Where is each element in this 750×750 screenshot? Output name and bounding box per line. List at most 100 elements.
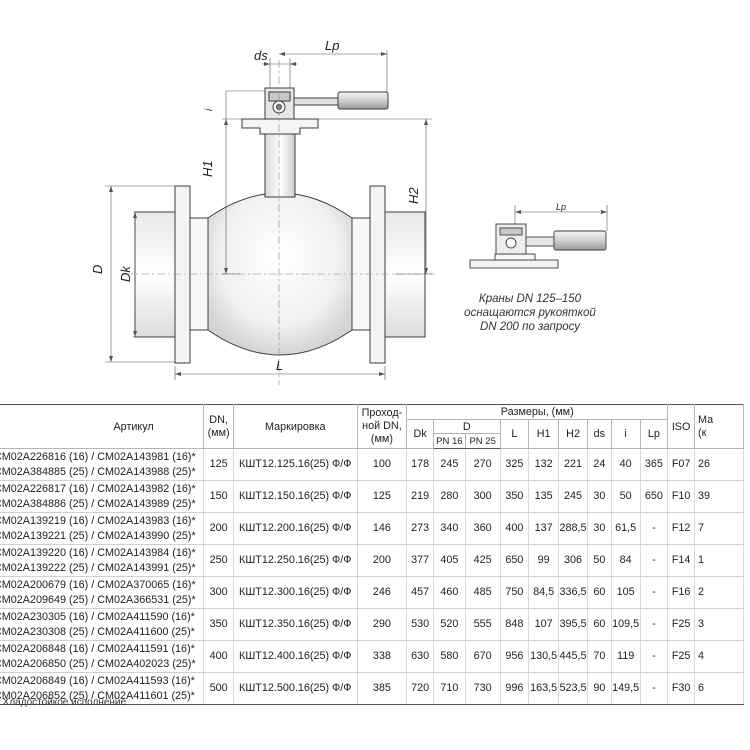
header-i: i — [611, 419, 641, 449]
cell-pn25: 360 — [465, 512, 501, 545]
table-row: CM02A206848 (16) / CM02A411591 (16)* CM02… — [0, 640, 745, 673]
cell-i: 149,5 — [611, 672, 641, 705]
cell-marking: КШТ12.400.16(25) Ф/Ф — [233, 640, 358, 673]
cell-pn16: 245 — [433, 448, 466, 481]
header-l: L — [500, 419, 530, 449]
label-h2: H2 — [406, 187, 421, 204]
cell-passage: 125 — [357, 480, 408, 513]
header-article: Артикул — [0, 404, 205, 449]
header-d: D — [433, 419, 501, 434]
cell-lp: - — [640, 640, 669, 673]
cell-dn: 200 — [203, 512, 234, 545]
cell-pn16: 710 — [433, 672, 466, 705]
header-dn: DN, (мм) — [203, 404, 234, 449]
cell-h2: 395,5 — [558, 608, 589, 641]
cell-dk: 630 — [406, 640, 434, 673]
cell-passage: 246 — [357, 576, 408, 609]
article-code: CM02A206850 (25) / CM02A402023 (25)* — [0, 657, 196, 670]
cell-pn25: 730 — [465, 672, 501, 705]
cell-pn25: 555 — [465, 608, 501, 641]
cell-article: CM02A200679 (16) / CM02A370065 (16)*CM02… — [0, 576, 205, 609]
cell-passage: 200 — [357, 544, 408, 577]
header-dimensions: Размеры, (мм) — [406, 404, 669, 420]
note-line: Краны DN 125–150 — [478, 293, 582, 305]
cell-h2: 288,5 — [558, 512, 589, 545]
cell-pn25: 425 — [465, 544, 501, 577]
cell-mass: 1 — [694, 544, 745, 577]
cell-marking: КШТ12.250.16(25) Ф/Ф — [233, 544, 358, 577]
cell-dk: 273 — [406, 512, 434, 545]
cell-article: CM02A226816 (16) / CM02A143981 (16)*CM02… — [0, 448, 205, 481]
cell-l: 996 — [500, 672, 530, 705]
header-lp: Lp — [640, 419, 669, 449]
stem — [264, 132, 296, 198]
cell-iso: F10 — [667, 480, 695, 513]
cell-pn16: 405 — [433, 544, 466, 577]
cell-pn16: 460 — [433, 576, 466, 609]
cell-ds: 60 — [587, 608, 612, 641]
cell-lp: - — [640, 672, 669, 705]
cell-pn25: 300 — [465, 480, 501, 513]
cell-dn: 350 — [203, 608, 234, 641]
label-d: D — [90, 265, 105, 274]
handle-detail-view — [469, 205, 608, 269]
cell-l: 750 — [500, 576, 530, 609]
cell-i: 40 — [611, 448, 641, 481]
header-mass: Ма (к — [694, 404, 745, 449]
table-row: CM02A226817 (16) / CM02A143982 (16)*CM02… — [0, 480, 745, 513]
header-h1: H1 — [528, 419, 560, 449]
article-code: CM02A139220 (16) / CM02A143984 (16)* — [0, 546, 196, 559]
header-pn25: PN 25 — [465, 433, 501, 449]
cell-h2: 306 — [558, 544, 589, 577]
cell-article: CM02A206848 (16) / CM02A411591 (16)* CM02… — [0, 640, 205, 673]
article-code: CM02A226817 (16) / CM02A143982 (16)* — [0, 482, 196, 495]
cell-iso: F30 — [667, 672, 695, 705]
article-code: CM02A230308 (25) / CM02A411600 (25)* — [0, 625, 195, 638]
handle-note: Краны DN 125–150 оснащаются рукояткой DN… — [455, 292, 605, 334]
cell-i: 61,5 — [611, 512, 641, 545]
cell-pn16: 340 — [433, 512, 466, 545]
article-code: CM02A209649 (25) / CM02A366531 (25)* — [0, 593, 196, 606]
table-row: CM02A206849 (16) / CM02A411593 (16)* CM02… — [0, 672, 745, 705]
cell-l: 400 — [500, 512, 530, 545]
label-lp: Lp — [325, 38, 339, 53]
cell-dn: 125 — [203, 448, 234, 481]
article-code: CM02A206848 (16) / CM02A411591 (16)* — [0, 642, 195, 655]
header-dk: Dk — [406, 419, 434, 449]
cell-mass: 39 — [694, 480, 745, 513]
article-code: CM02A206852 (25) / CM02A411601 (25)* — [0, 689, 195, 702]
cell-l: 350 — [500, 480, 530, 513]
cell-ds: 50 — [587, 544, 612, 577]
note-line: оснащаются рукояткой — [464, 307, 596, 319]
cell-h2: 336,5 — [558, 576, 589, 609]
cell-passage: 385 — [357, 672, 408, 705]
cell-dk: 457 — [406, 576, 434, 609]
cell-h2: 221 — [558, 448, 589, 481]
article-code: CM02A139219 (16) / CM02A143983 (16)* — [0, 514, 196, 527]
handle-grip — [337, 91, 389, 110]
cell-h1: 99 — [528, 544, 560, 577]
cell-l: 325 — [500, 448, 530, 481]
mounting-pad — [241, 118, 319, 135]
cell-h2: 245 — [558, 480, 589, 513]
cell-h1: 135 — [528, 480, 560, 513]
cell-marking: КШТ12.350.16(25) Ф/Ф — [233, 608, 358, 641]
cell-marking: КШТ12.150.16(25) Ф/Ф — [233, 480, 358, 513]
valve-side-view — [134, 87, 426, 364]
table-row: CM02A230305 (16) / CM02A411590 (16)*CM02… — [0, 608, 745, 641]
cell-i: 84 — [611, 544, 641, 577]
handle-arm — [293, 97, 339, 106]
header-iso: ISO — [667, 404, 695, 449]
cell-iso: F14 — [667, 544, 695, 577]
left-flange — [174, 185, 191, 364]
cell-lp: - — [640, 544, 669, 577]
cell-dk: 720 — [406, 672, 434, 705]
cell-article: CM02A206849 (16) / CM02A411593 (16)* CM02… — [0, 672, 205, 705]
cell-mass: 3 — [694, 608, 745, 641]
cell-marking: КШТ12.200.16(25) Ф/Ф — [233, 512, 358, 545]
table-row: CM02A226816 (16) / CM02A143981 (16)*CM02… — [0, 448, 745, 481]
table-body: CM02A226816 (16) / CM02A143981 (16)*CM02… — [0, 448, 745, 705]
article-code: CM02A206849 (16) / CM02A411593 (16)* — [0, 674, 195, 687]
cell-i: 109,5 — [611, 608, 641, 641]
cell-ds: 24 — [587, 448, 612, 481]
